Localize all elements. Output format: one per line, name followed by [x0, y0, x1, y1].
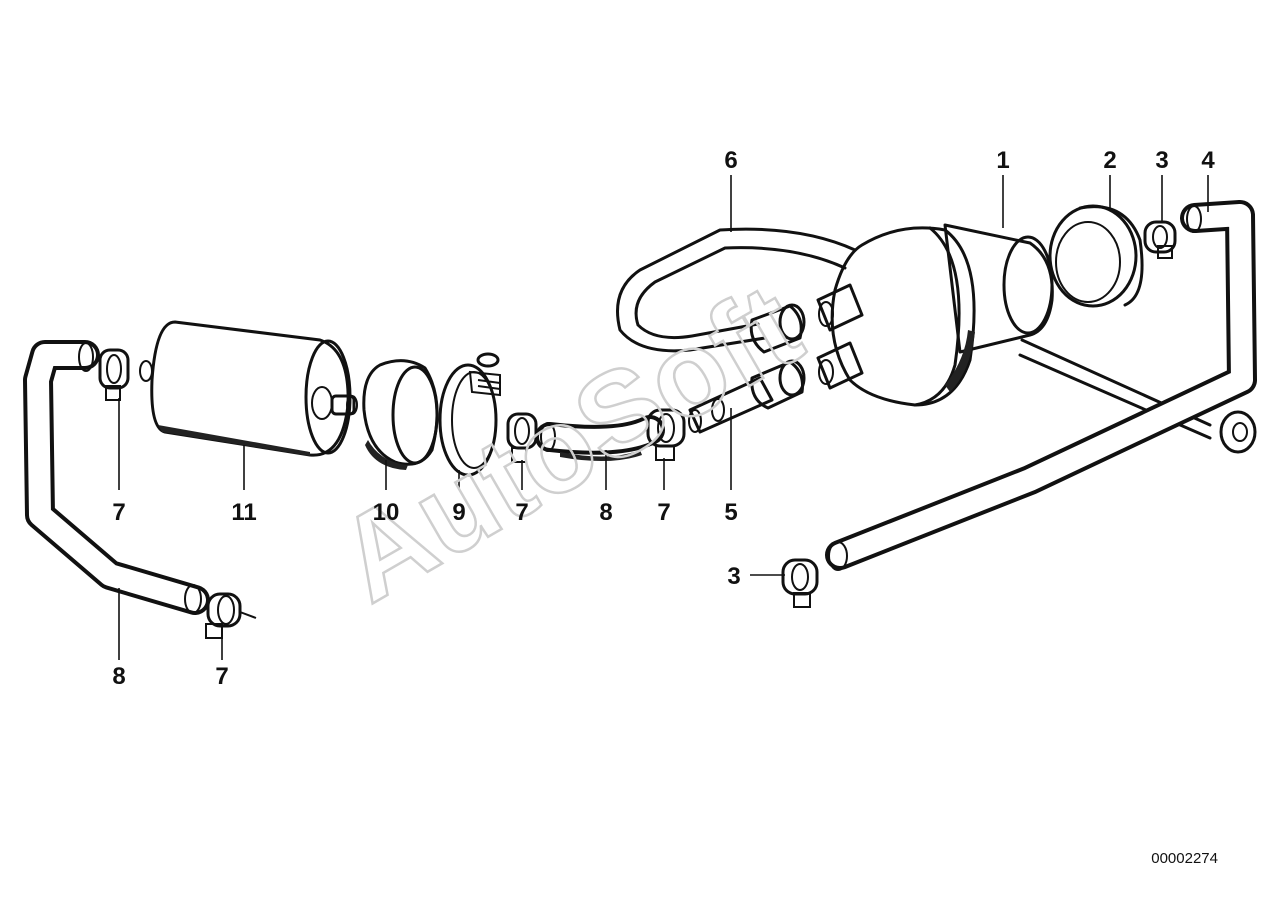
fuel-filter[interactable] — [150, 320, 358, 457]
hose-clamp-center[interactable] — [506, 412, 538, 463]
hose-clamp-right[interactable] — [646, 408, 686, 461]
hose-clamp-left[interactable] — [98, 348, 153, 401]
fuel-hose-left[interactable] — [23, 340, 210, 615]
label-filter-mount-ring[interactable]: 10 — [373, 499, 400, 526]
fuel-hose-center[interactable] — [535, 415, 665, 462]
label-return-hose[interactable]: 4 — [1201, 147, 1215, 174]
rubber-mount[interactable] — [1048, 204, 1144, 308]
hose-clamp-bottom[interactable] — [205, 592, 257, 639]
label-fuel-hose-left[interactable]: 8 — [112, 663, 125, 690]
fuel-line-loop[interactable] — [616, 227, 857, 354]
worm-clamp[interactable] — [438, 352, 501, 477]
filter-mount-ring[interactable] — [362, 359, 439, 470]
label-clamp-lower[interactable]: 3 — [727, 563, 740, 590]
part-labels: 1 2 3 4 6 5 7 8 7 9 10 11 7 8 7 3 — [112, 147, 1215, 690]
label-pressure-hose-fitting[interactable]: 5 — [724, 499, 737, 526]
pressure-hose-fitting[interactable] — [688, 359, 806, 434]
return-hose[interactable] — [825, 200, 1257, 571]
label-clamp-upper-right[interactable]: 3 — [1155, 147, 1168, 174]
label-rubber-mount[interactable]: 2 — [1103, 147, 1116, 174]
watermark: AutoSoft — [316, 258, 822, 627]
label-hose-clamp-left[interactable]: 7 — [112, 499, 125, 526]
leader-lines — [118, 175, 1209, 660]
label-hose-clamp-center[interactable]: 7 — [515, 499, 528, 526]
label-hose-clamp-bottom[interactable]: 7 — [215, 663, 228, 690]
clamp-lower[interactable] — [781, 558, 819, 608]
label-fuel-pump[interactable]: 1 — [996, 147, 1009, 174]
label-worm-clamp[interactable]: 9 — [452, 499, 465, 526]
label-fuel-hose-center[interactable]: 8 — [599, 499, 612, 526]
clamp-upper-right[interactable] — [1143, 220, 1177, 259]
label-fuel-line-loop[interactable]: 6 — [724, 147, 737, 174]
label-fuel-filter[interactable]: 11 — [231, 499, 256, 526]
drawing-number: 00002274 — [1151, 850, 1218, 867]
label-hose-clamp-right[interactable]: 7 — [657, 499, 670, 526]
